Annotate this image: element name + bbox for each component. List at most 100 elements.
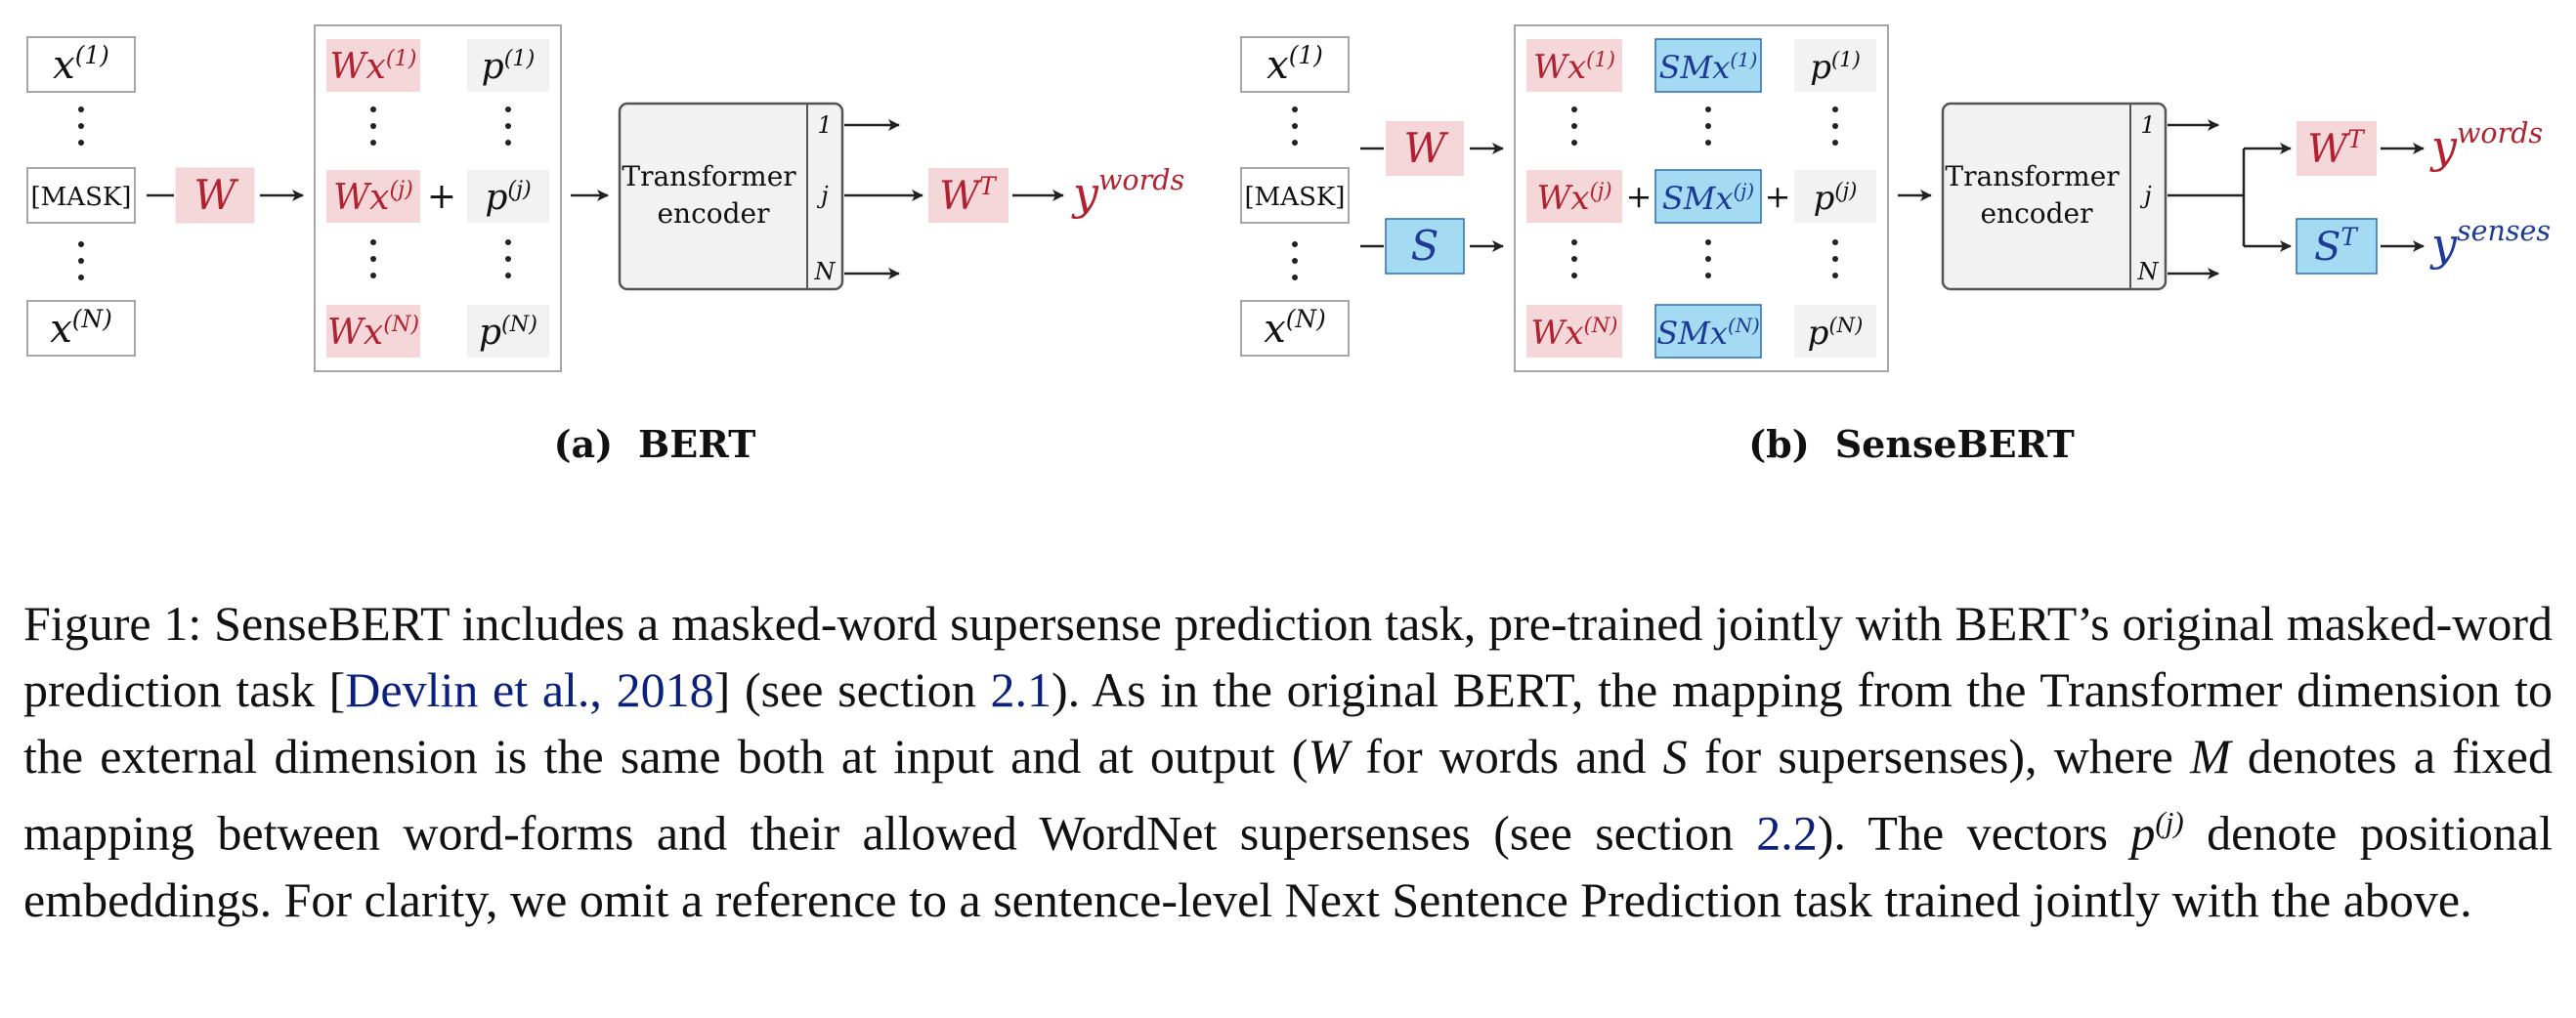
sb-input-mask: [MASK] — [1245, 183, 1346, 212]
bert-p1: p(1) — [482, 46, 536, 87]
bert-wxn-box — [326, 305, 420, 358]
bert-wx1: Wx(1) — [330, 46, 417, 87]
sb-input-x1: x(1) — [1267, 41, 1323, 88]
figure-caption: Figure 1: SenseBERT includes a masked-wo… — [23, 590, 2553, 933]
caption-text-1: Figure 1: SenseBERT includes a masked-wo… — [23, 596, 2553, 717]
sb-out-label-n: N — [2137, 258, 2160, 285]
sb-transformer-box — [1941, 102, 2168, 291]
bert-y-words: ywords — [1071, 164, 1184, 220]
bert-transformer-box — [618, 102, 844, 291]
sb-pj: p(j) — [1814, 178, 1858, 218]
bert-plus: + — [427, 177, 456, 217]
sb-wxn-box — [1526, 305, 1622, 358]
sb-wxn: Wx(N) — [1530, 313, 1617, 353]
bert-input-x1-box — [26, 36, 136, 93]
sb-plus-2: + — [1765, 178, 1791, 215]
sb-pn: p(N) — [1808, 313, 1864, 353]
sb-input-x1-box — [1240, 36, 1350, 93]
sb-s-box — [1385, 218, 1465, 275]
bert-input-dots-bottom — [78, 241, 84, 280]
caption-paragraph: Figure 1: SenseBERT includes a masked-wo… — [23, 590, 2553, 933]
bert-pj: p(j) — [485, 177, 531, 218]
bert-out-label-1: 1 — [817, 111, 832, 139]
sb-wt: WT — [2307, 125, 2366, 172]
sb-input-dots-top — [1292, 106, 1298, 146]
bert-input-xn-box — [26, 300, 136, 357]
bert-wx1-box — [326, 39, 420, 92]
sb-input-xn-box — [1240, 300, 1350, 357]
bert-embed-dots-bottom — [370, 239, 511, 278]
sb-smx1: SMx(1) — [1659, 49, 1758, 86]
sb-transformer-label: Transformer encoder — [1945, 160, 2127, 230]
caption-text-5: for supersenses), where — [1687, 729, 2191, 784]
section-ref-link-2[interactable]: 2.2 — [1756, 805, 1818, 861]
sb-smxj-box — [1654, 169, 1762, 224]
bert-input-x1: x(1) — [53, 41, 109, 88]
math-m: M — [2190, 729, 2231, 784]
bert-pn: p(N) — [479, 312, 537, 353]
sb-s: S — [1411, 222, 1439, 270]
sensebert-subcaption: (b)SenseBERT — [1748, 422, 2075, 466]
bert-out-label-n: N — [814, 258, 837, 285]
sb-p1: p(1) — [1810, 47, 1861, 87]
bert-w: W — [193, 171, 239, 219]
sb-pj-box — [1794, 170, 1876, 223]
sb-wx1-box — [1526, 39, 1622, 92]
sensebert-diagram: x(1) [MASK] x(N) W S Wx(1) SMx(1) p(1) — [1240, 24, 2551, 466]
sb-st: ST — [2314, 223, 2359, 270]
math-w: W — [1308, 729, 1350, 784]
bert-wxj: Wx(j) — [333, 177, 413, 218]
bert-wxj-box — [326, 170, 420, 223]
bert-input-xn: x(N) — [50, 305, 112, 352]
caption-text-7: ). The vectors — [1817, 805, 2131, 861]
sb-w-box — [1386, 121, 1464, 176]
sb-input-dots-bottom — [1292, 241, 1298, 280]
sb-y-words: ywords — [2429, 117, 2543, 173]
bert-subcaption: (a)BERT — [554, 422, 756, 466]
sb-embed-dots-bottom — [1571, 239, 1838, 278]
sb-wt-box — [2297, 121, 2377, 176]
caption-text-8: denote positional embeddings. For clarit… — [23, 805, 2553, 927]
caption-text-3: ). As in the original BERT, the mapping … — [23, 662, 2553, 784]
bert-wt: WT — [939, 172, 998, 219]
math-s: S — [1662, 729, 1688, 784]
bert-p1-box — [467, 39, 549, 92]
sb-pn-box — [1794, 305, 1876, 358]
bert-pn-box — [467, 305, 549, 358]
section-ref-link-1[interactable]: 2.1 — [990, 662, 1052, 717]
bert-embed-dots-top — [370, 106, 511, 146]
bert-wxn: Wx(N) — [327, 312, 419, 353]
sb-smxj: SMx(j) — [1662, 180, 1754, 217]
bert-transformer-label: Transformer encoder — [622, 160, 804, 230]
sb-wx1: Wx(1) — [1533, 47, 1615, 87]
sb-input-xn: x(N) — [1264, 305, 1326, 352]
sb-smxn-box — [1654, 304, 1762, 359]
sb-y-senses: ysenses — [2429, 215, 2551, 271]
bert-w-box — [175, 167, 255, 224]
sb-embed-dots-top — [1571, 106, 1838, 146]
sb-st-box — [2296, 218, 2378, 275]
bert-diagram: x(1) [MASK] x(N) W Wx(1) p(1) Wx(j) + p(… — [26, 24, 1184, 466]
bert-wt-box — [928, 168, 1009, 223]
citation-link[interactable]: Devlin et al., 2018 — [345, 662, 714, 717]
caption-text-4: for words and — [1349, 729, 1663, 784]
math-p-sup: (j) — [2155, 805, 2184, 839]
sb-wxj-box — [1526, 170, 1622, 223]
sb-plus-1: + — [1626, 178, 1653, 215]
sb-out-label-1: 1 — [2140, 111, 2155, 139]
bert-input-mask-box — [26, 167, 136, 224]
math-p: p — [2130, 805, 2156, 861]
bert-input-mask: [MASK] — [31, 183, 132, 212]
caption-text-6: denotes a fixed mapping between word-for… — [23, 729, 2553, 861]
sb-wxj: Wx(j) — [1536, 178, 1611, 218]
sb-w: W — [1403, 124, 1449, 172]
bert-pj-box — [467, 170, 549, 223]
bert-input-dots-top — [78, 106, 84, 146]
sb-p1-box — [1794, 39, 1876, 92]
sb-input-mask-box — [1240, 167, 1350, 224]
sb-smxn: SMx(N) — [1656, 315, 1760, 352]
sb-branch-line — [2168, 148, 2246, 246]
figure-diagram: x(1) [MASK] x(N) W Wx(1) p(1) Wx(j) + p(… — [26, 24, 2551, 466]
sb-smx1-box — [1654, 38, 1762, 93]
caption-text-2: ] (see section — [713, 662, 991, 717]
